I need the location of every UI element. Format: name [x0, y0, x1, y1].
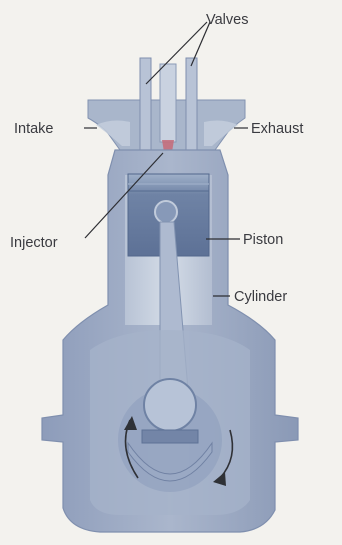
- label-piston: Piston: [243, 232, 283, 248]
- label-injector: Injector: [10, 235, 58, 251]
- label-intake: Intake: [14, 121, 54, 137]
- label-exhaust: Exhaust: [251, 121, 303, 137]
- label-valves: Valves: [206, 12, 248, 28]
- label-cylinder: Cylinder: [234, 289, 287, 305]
